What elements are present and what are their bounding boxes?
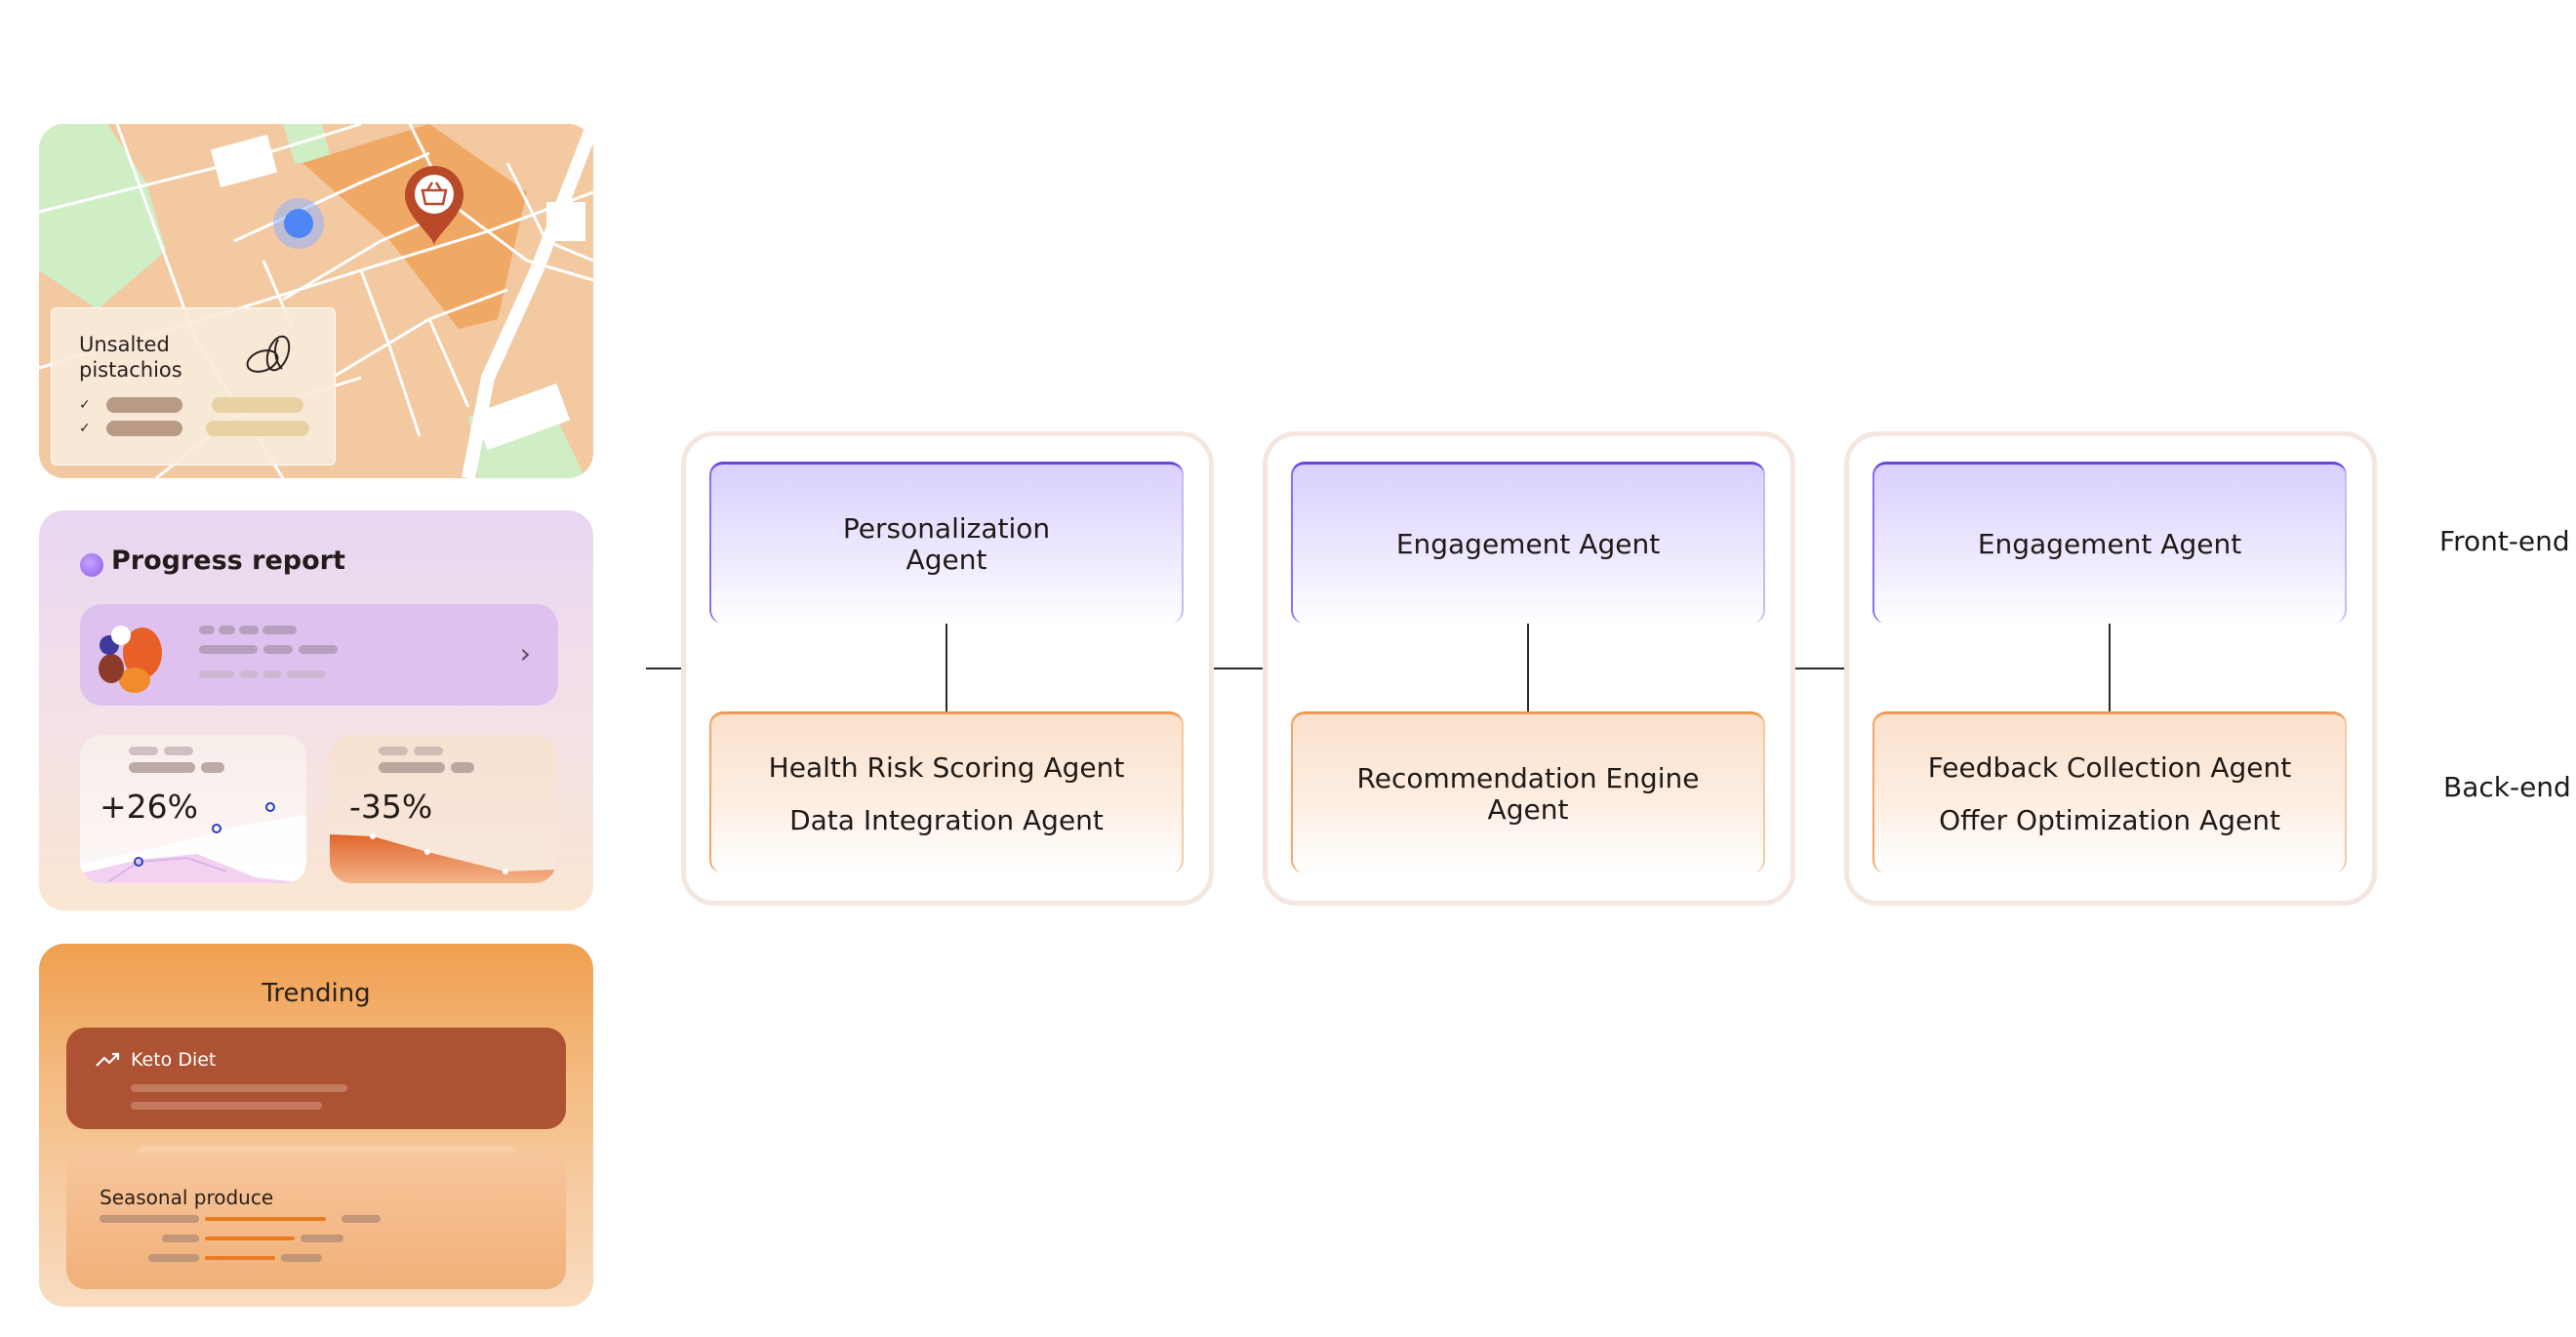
food-blobs-icon: [99, 626, 162, 693]
front-end-label: Front-end: [2439, 525, 2570, 557]
agent-name: Agent: [1487, 792, 1569, 826]
agent-name: Engagement Agent: [1395, 527, 1661, 560]
chevron-right-icon[interactable]: ›: [519, 637, 531, 669]
placeholder-bar: [106, 421, 182, 436]
agent-name: Agent: [906, 543, 987, 576]
connector-line: [1527, 624, 1529, 711]
placeholder-bar: [212, 397, 303, 413]
stat-value: -35%: [349, 788, 433, 826]
agent-name: Feedback Collection Agent: [1927, 750, 2292, 784]
back-end-agent-box[interactable]: Feedback Collection Agent Offer Optimiza…: [1872, 711, 2347, 873]
trend-chart: [330, 833, 556, 883]
trend-chart: [80, 802, 306, 883]
progress-banner[interactable]: ›: [80, 604, 558, 706]
connector-line: [2109, 624, 2111, 711]
agent-name: Data Integration Agent: [789, 803, 1104, 836]
agent-group-3: Engagement Agent Feedback Collection Age…: [1844, 431, 2377, 906]
basket-pin-icon: [405, 166, 463, 246]
placeholder-bar: [106, 397, 182, 413]
agent-group-1: Personalization Agent Health Risk Scorin…: [681, 431, 1214, 906]
agent-group-2: Engagement Agent Recommendation Engine A…: [1263, 431, 1795, 906]
connector-line: [946, 624, 947, 711]
placeholder-line: [379, 747, 443, 755]
product-name: Unsalted pistachios: [79, 333, 182, 382]
check-row: ✓: [79, 420, 309, 437]
map-card[interactable]: Unsalted pistachios ✓ ✓: [39, 124, 593, 478]
placeholder-line: [129, 747, 193, 755]
placeholder-line: [199, 670, 326, 678]
placeholder-line: [199, 645, 338, 654]
trending-card[interactable]: Trending Keto Diet Seasonal produce: [39, 944, 593, 1307]
check-icon: ✓: [79, 421, 91, 436]
progress-dot-icon: [80, 553, 103, 577]
connector-line: [1795, 668, 1844, 669]
progress-report-card[interactable]: Progress report ›: [39, 510, 593, 911]
trending-item-seasonal[interactable]: Seasonal produce: [66, 1153, 566, 1289]
agent-name: Recommendation Engine: [1356, 761, 1700, 794]
placeholder-line: [148, 1254, 322, 1262]
trending-title: Trending: [262, 979, 371, 1008]
progress-title: Progress report: [111, 546, 345, 576]
back-end-label: Back-end: [2443, 771, 2571, 803]
placeholder-line: [129, 762, 224, 773]
back-end-agent-box[interactable]: Recommendation Engine Agent: [1291, 711, 1765, 873]
placeholder-bar: [206, 421, 309, 436]
back-end-agent-box[interactable]: Health Risk Scoring Agent Data Integrati…: [709, 711, 1184, 873]
agent-name: Health Risk Scoring Agent: [768, 750, 1125, 784]
trending-up-icon: [96, 1052, 120, 1067]
agent-name: Offer Optimization Agent: [1939, 803, 2280, 836]
product-card[interactable]: Unsalted pistachios ✓ ✓: [51, 307, 336, 466]
pistachio-icon: [246, 335, 291, 373]
agent-name: Personalization: [842, 511, 1051, 545]
placeholder-line: [379, 762, 474, 773]
stat-card[interactable]: +26%: [80, 735, 306, 883]
trending-item-label: Keto Diet: [131, 1049, 217, 1071]
stat-value: +26%: [100, 788, 198, 826]
trending-item-label: Seasonal produce: [100, 1186, 274, 1209]
connector-line: [646, 668, 681, 669]
front-end-agent-box[interactable]: Engagement Agent: [1872, 462, 2347, 624]
connector-line: [1214, 668, 1263, 669]
check-icon: ✓: [79, 397, 91, 413]
trending-item-keto[interactable]: Keto Diet: [66, 1028, 566, 1129]
placeholder-bar: [131, 1102, 322, 1110]
placeholder-line: [100, 1215, 381, 1223]
front-end-agent-box[interactable]: Personalization Agent: [709, 462, 1184, 624]
placeholder-line: [162, 1235, 343, 1242]
check-row: ✓: [79, 396, 303, 414]
stat-card[interactable]: -35%: [330, 735, 556, 883]
placeholder-bar: [131, 1084, 347, 1092]
agent-name: Engagement Agent: [1977, 527, 2242, 560]
front-end-agent-box[interactable]: Engagement Agent: [1291, 462, 1765, 624]
placeholder-line: [199, 626, 297, 634]
